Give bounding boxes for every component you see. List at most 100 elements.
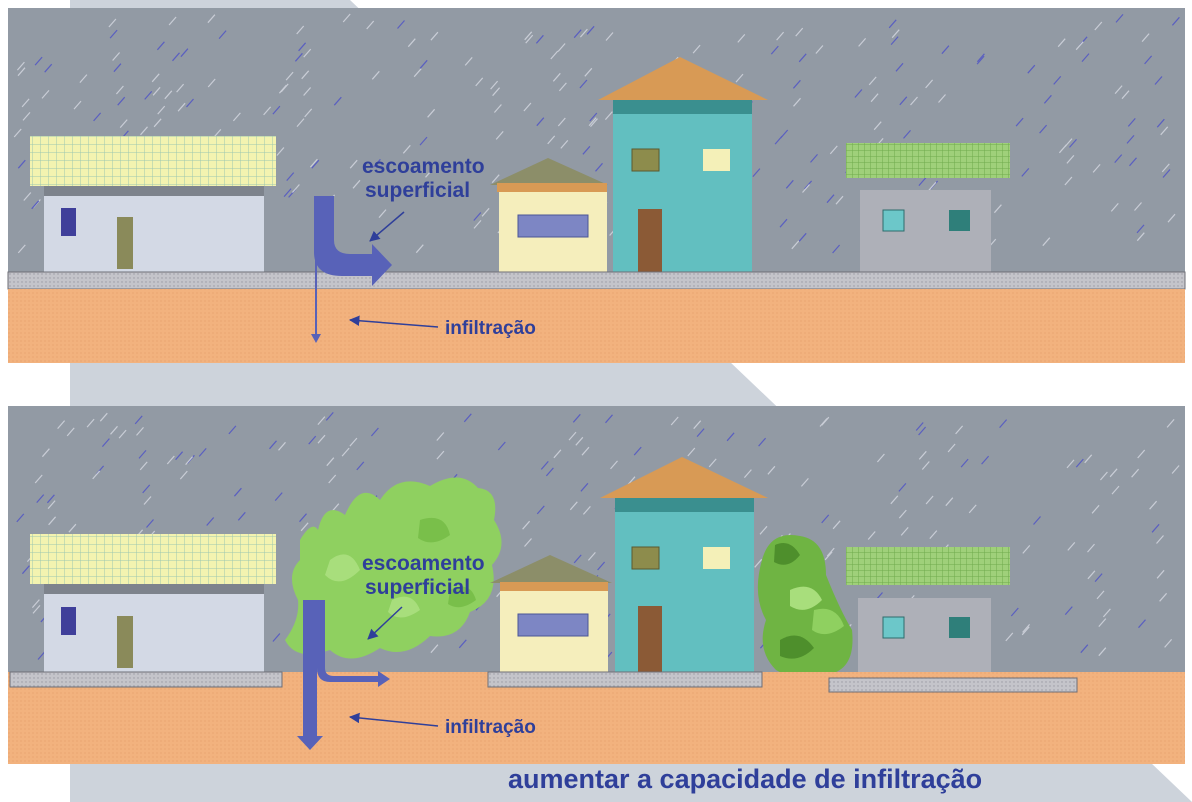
raindrop bbox=[891, 29, 900, 39]
raindrop bbox=[580, 482, 589, 492]
raindrop bbox=[117, 96, 126, 106]
raindrop bbox=[547, 135, 556, 145]
raindrop bbox=[915, 422, 924, 431]
raindrop bbox=[436, 432, 445, 441]
raindrop bbox=[152, 86, 161, 96]
raindrop bbox=[31, 200, 40, 210]
raindrop bbox=[274, 492, 283, 501]
house-wall bbox=[44, 196, 264, 272]
raindrop bbox=[1149, 500, 1158, 510]
raindrop bbox=[545, 467, 554, 477]
raindrop bbox=[308, 435, 317, 445]
raindrop bbox=[1131, 468, 1140, 478]
raindrop bbox=[929, 530, 938, 539]
raindrop bbox=[17, 159, 26, 169]
raindrop bbox=[370, 427, 379, 437]
raindrop bbox=[232, 112, 241, 122]
raindrop bbox=[1156, 569, 1165, 579]
raindrop bbox=[44, 63, 53, 73]
raindrop bbox=[1162, 169, 1171, 178]
raindrop bbox=[586, 25, 595, 35]
runoff-pointer bbox=[367, 606, 403, 640]
raindrop bbox=[1094, 21, 1103, 31]
raindrop bbox=[557, 43, 566, 52]
raindrop bbox=[371, 70, 380, 80]
raindrop bbox=[458, 639, 467, 649]
raindrop bbox=[1021, 626, 1030, 636]
raindrop bbox=[835, 195, 844, 205]
raindrop bbox=[568, 431, 577, 441]
raindrop bbox=[68, 523, 77, 533]
raindrop bbox=[900, 527, 909, 536]
raindrop bbox=[272, 633, 281, 642]
raindrop bbox=[589, 112, 598, 122]
raindrop bbox=[110, 425, 118, 435]
raindrop bbox=[824, 551, 833, 561]
raindrop bbox=[553, 449, 562, 459]
raindrop bbox=[17, 244, 26, 254]
raindrop bbox=[737, 34, 746, 43]
raindrop bbox=[1134, 202, 1142, 211]
raindrop bbox=[873, 121, 882, 131]
raindrop bbox=[791, 240, 800, 250]
raindrop bbox=[1167, 213, 1176, 223]
raindrop bbox=[947, 443, 956, 453]
raindrop bbox=[829, 145, 838, 155]
raindrop bbox=[770, 45, 779, 55]
raindrop bbox=[86, 418, 95, 428]
raindrop bbox=[1109, 468, 1118, 478]
raindrop bbox=[349, 159, 358, 169]
roof-slab bbox=[44, 584, 264, 594]
raindrop bbox=[708, 458, 717, 468]
raindrop bbox=[1098, 647, 1107, 657]
raindrop bbox=[795, 27, 804, 37]
runoff-label-line1: escoamento bbox=[362, 552, 485, 575]
house-left bbox=[30, 534, 276, 672]
raindrop bbox=[1053, 76, 1062, 85]
raindrop bbox=[492, 87, 501, 97]
raindrop bbox=[569, 501, 578, 511]
raindrop bbox=[1064, 176, 1073, 186]
raindrop bbox=[156, 41, 165, 51]
door bbox=[638, 606, 662, 672]
house-wall bbox=[860, 190, 991, 272]
raindrop bbox=[34, 56, 43, 66]
raindrop bbox=[522, 520, 531, 530]
raindrop bbox=[536, 117, 545, 127]
raindrop bbox=[925, 79, 934, 89]
roof-band bbox=[615, 498, 754, 512]
window bbox=[517, 214, 589, 238]
raindrop bbox=[34, 474, 43, 484]
raindrop bbox=[21, 98, 30, 108]
raindrop bbox=[311, 159, 320, 169]
raindrop bbox=[41, 448, 50, 458]
raindrop bbox=[785, 179, 794, 189]
raindrop bbox=[557, 117, 566, 127]
raindrop bbox=[300, 522, 309, 532]
raindrop bbox=[579, 79, 588, 89]
raindrop bbox=[430, 644, 439, 654]
infiltration-pointer bbox=[348, 315, 439, 328]
raindrop bbox=[151, 73, 160, 83]
raindrop bbox=[687, 447, 696, 457]
raindrop bbox=[1129, 157, 1137, 167]
raindrop bbox=[605, 32, 614, 41]
raindrop bbox=[826, 547, 835, 557]
raindrop bbox=[1136, 232, 1145, 242]
raindrop bbox=[1084, 454, 1093, 464]
raindrop bbox=[378, 209, 387, 218]
raindrop bbox=[941, 45, 950, 55]
raindrop bbox=[93, 112, 102, 122]
raindrop bbox=[895, 62, 904, 72]
raindrop bbox=[218, 30, 227, 39]
raindrop bbox=[402, 144, 411, 154]
raindrop bbox=[491, 174, 500, 184]
raindrop bbox=[968, 504, 977, 514]
raindrop bbox=[552, 72, 561, 82]
raindrop bbox=[976, 55, 985, 65]
raindrop bbox=[99, 412, 108, 422]
infiltration-label: infiltração bbox=[445, 717, 536, 738]
raindrop bbox=[48, 516, 57, 526]
raindrop bbox=[168, 16, 177, 26]
raindrop bbox=[800, 478, 809, 487]
